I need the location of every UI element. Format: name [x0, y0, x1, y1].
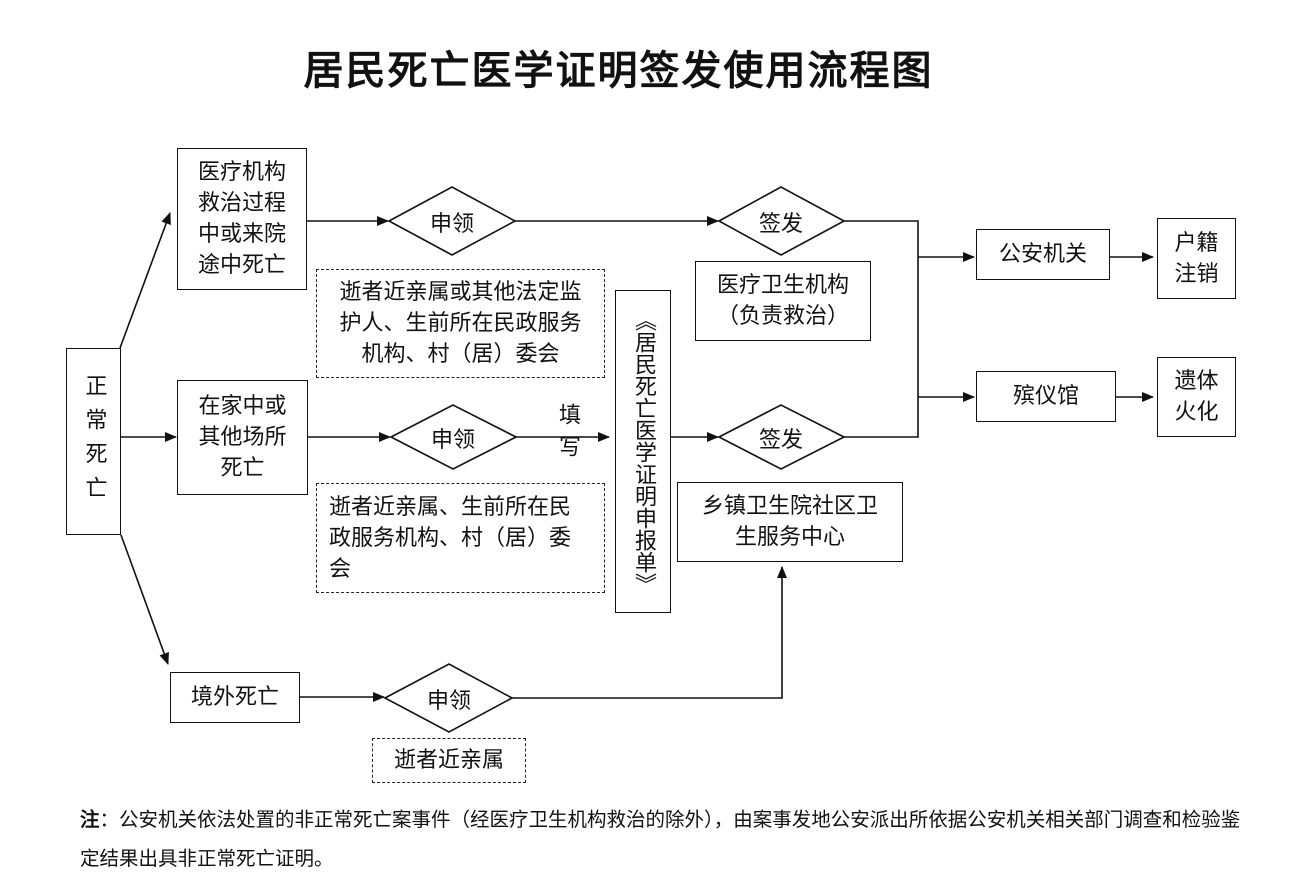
root-box: 正常死亡	[66, 348, 121, 535]
connector-issue-top	[844, 220, 919, 438]
footnote: 注：公安机关依法处置的非正常死亡案事件（经医疗卫生机构救治的除外），由案事发地公…	[80, 800, 1250, 878]
fill-label: 填写	[555, 403, 580, 467]
outcome-funeral-box: 遗体火化	[1157, 357, 1236, 437]
apply-label-bottom: 申领	[426, 689, 471, 714]
issuer-community-box: 乡镇卫生院社区卫生服务中心	[677, 482, 903, 562]
origin-home-box: 在家中或其他场所死亡	[177, 380, 308, 495]
issue-label-bottom: 签发	[758, 428, 803, 453]
applicant-abroad-box: 逝者近亲属	[372, 738, 526, 783]
arrow-root-to-hospital	[119, 212, 171, 349]
issue-label-top: 签发	[758, 212, 803, 237]
diamond-apply-middle	[389, 404, 518, 470]
apply-label-top: 申领	[429, 212, 474, 237]
diamond-apply-top	[387, 186, 517, 256]
footnote-text: ：公安机关依法处置的非正常死亡案事件（经医疗卫生机构救治的除外），由案事发地公安…	[80, 808, 1241, 870]
arrow-root-to-abroad	[120, 534, 169, 665]
diamond-issue-top	[717, 186, 846, 256]
origin-hospital-box: 医疗机构救治过程中或来院途中死亡	[177, 148, 307, 290]
applicant-hospital-box: 逝者近亲属或其他法定监护人、生前所在民政服务机构、村（居）委会	[316, 269, 605, 378]
outcome-police-box: 户籍注销	[1157, 218, 1236, 299]
diamond-issue-bottom	[717, 404, 846, 470]
issuer-hospital-box: 医疗卫生机构（负责救治）	[695, 261, 871, 341]
arrow-apply-to-community	[512, 566, 787, 699]
diamond-apply-bottom	[383, 663, 514, 733]
origin-abroad-box: 境外死亡	[170, 672, 300, 723]
page-title: 居民死亡医学证明签发使用流程图	[303, 48, 934, 94]
police-box: 公安机关	[976, 229, 1110, 280]
applicant-home-box: 逝者近亲属、生前所在民政服务机构、村（居）委会	[316, 483, 605, 593]
apply-label-middle: 申领	[430, 428, 475, 453]
footnote-label: 注	[80, 808, 100, 831]
form-box: 《居民死亡医学证明申报单》	[615, 290, 671, 613]
funeral-home-box: 殡仪馆	[976, 371, 1116, 422]
